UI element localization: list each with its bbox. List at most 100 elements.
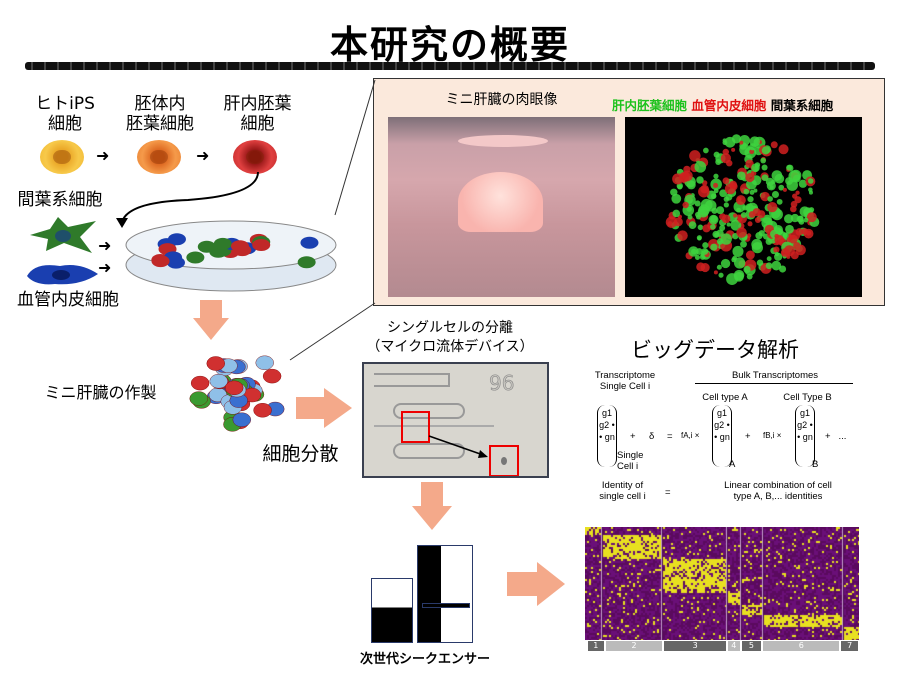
legend-hepatic: 肝内胚葉細胞 — [612, 98, 688, 113]
fluorescent-cell — [754, 217, 761, 224]
gross-organoid-photo — [388, 117, 615, 297]
cell-icon — [255, 355, 274, 370]
fluorescent-cell — [779, 265, 787, 273]
heatmap — [585, 527, 859, 640]
fluorescence-legend: 肝内胚葉細胞 血管内皮細胞 間葉系細胞 — [612, 95, 833, 114]
plus-sign: + — [745, 431, 751, 442]
fluorescent-cell — [730, 219, 742, 231]
fluorescent-cell — [686, 206, 692, 212]
cell-icon — [213, 237, 232, 250]
fluorescent-cell — [731, 147, 736, 152]
arrow-right-icon — [296, 397, 324, 419]
fluorescent-cell — [701, 248, 709, 255]
delta-sign: δ — [649, 431, 655, 442]
cell-icon — [206, 356, 225, 371]
fluorescent-cell — [696, 262, 706, 272]
fluorescent-cell — [747, 221, 753, 227]
fluorescent-cell — [760, 157, 767, 164]
endoderm-cell-icon — [137, 140, 181, 174]
sub-b: B — [812, 459, 819, 470]
page-title: 本研究の概要 — [329, 23, 570, 67]
fluorescent-cell — [808, 187, 813, 193]
fluorescent-cell — [723, 196, 730, 202]
fluorescent-cell — [725, 159, 733, 167]
fluorescent-cell — [751, 163, 760, 173]
legend-mesenchymal: 間葉系細胞 — [770, 98, 834, 113]
arrow-icon: ➜ — [96, 146, 110, 165]
fluorescent-cell — [710, 243, 718, 251]
fluorescent-cell — [774, 235, 785, 245]
device-number: 96 — [489, 371, 514, 395]
cell-icon — [167, 233, 186, 246]
fluorescent-cell — [795, 244, 806, 256]
device-subtitle: （マイクロ流体デバイス） — [366, 339, 534, 355]
cluster-label: 5 — [741, 641, 762, 651]
fluorescent-cell — [737, 171, 746, 181]
fluorescent-cell — [792, 174, 801, 183]
fluorescent-cell — [801, 228, 809, 235]
fluorescent-cell — [784, 214, 794, 224]
fluorescent-cell — [771, 190, 780, 199]
fluorescent-cell — [722, 138, 727, 143]
fluorescent-cell — [798, 179, 808, 188]
fluorescent-cell — [733, 213, 738, 218]
organoid-icon — [189, 355, 285, 432]
fluorescent-cell — [715, 159, 722, 166]
fluorescent-cell — [795, 228, 804, 236]
formula-type-b: Cell Type B — [783, 392, 832, 403]
fluorescent-cell — [742, 205, 748, 211]
cell-icon — [189, 391, 208, 406]
fluorescent-cell — [745, 172, 755, 183]
fluorescent-cell — [799, 206, 810, 217]
fluorescent-cell — [718, 272, 724, 278]
formula-bulk: Bulk Transcriptomes — [731, 370, 819, 381]
fluorescent-cell — [695, 248, 703, 255]
microfluidic-device-photo: 96 — [362, 362, 549, 478]
cell-icon — [232, 412, 252, 427]
fluorescent-cell — [689, 150, 701, 162]
fluorescent-cell — [724, 183, 736, 195]
fluorescent-cell — [758, 230, 765, 237]
fluorescent-cell — [806, 212, 817, 223]
fluorescent-cell — [713, 173, 719, 179]
ellipsis: + ... — [825, 431, 847, 442]
fluorescent-cell — [749, 149, 755, 155]
label-dissociation: 細胞分散 — [262, 443, 339, 465]
plus-sign: + — [630, 431, 636, 442]
cell-icon — [190, 375, 210, 391]
fluorescent-cell — [808, 207, 815, 213]
fluorescent-cell — [770, 141, 778, 149]
hepatic-cell-icon — [233, 140, 277, 174]
fluorescent-cell — [757, 210, 766, 219]
cell-icon — [300, 236, 319, 249]
vector-b: g1 g2 • • gn — [795, 405, 815, 467]
fluorescent-cell — [749, 189, 755, 195]
fluorescent-cell — [746, 273, 753, 280]
fluorescent-cell — [783, 245, 795, 257]
fluorescent-cell — [746, 233, 752, 238]
formula-linear: Linear combination of cell type A, B,...… — [724, 480, 832, 503]
fluorescent-cell — [691, 248, 697, 255]
arrow-down-icon — [421, 482, 443, 506]
fluorescent-cell — [682, 170, 693, 182]
fluorescent-cell — [749, 136, 760, 147]
coef-a: fA,i × — [681, 431, 700, 440]
deconvolution-formula: Transcriptome Single Cell i Bulk Transcr… — [585, 365, 885, 515]
cell-icon — [197, 240, 216, 253]
label-endothelial: 血管内皮細胞 — [17, 290, 119, 310]
equals-sign: = — [665, 487, 671, 498]
cell-icon — [186, 251, 205, 264]
fluorescent-cell — [713, 188, 719, 194]
sub-a: A — [729, 459, 736, 470]
fluorescent-cell — [733, 257, 746, 269]
cluster-label: 4 — [727, 641, 740, 651]
device-title: シングルセルの分離 — [387, 320, 513, 336]
fluorescent-cell — [782, 187, 787, 192]
vector-a: g1 g2 • • gn — [712, 405, 732, 467]
cell-icon — [297, 256, 316, 269]
fluorescent-cell — [807, 178, 814, 184]
fluorescent-cell — [731, 134, 742, 144]
legend-endothelial: 血管内皮細胞 — [691, 98, 767, 113]
formula-transcriptome: Transcriptome Single Cell i — [594, 370, 656, 393]
fluorescent-cell — [798, 218, 805, 225]
